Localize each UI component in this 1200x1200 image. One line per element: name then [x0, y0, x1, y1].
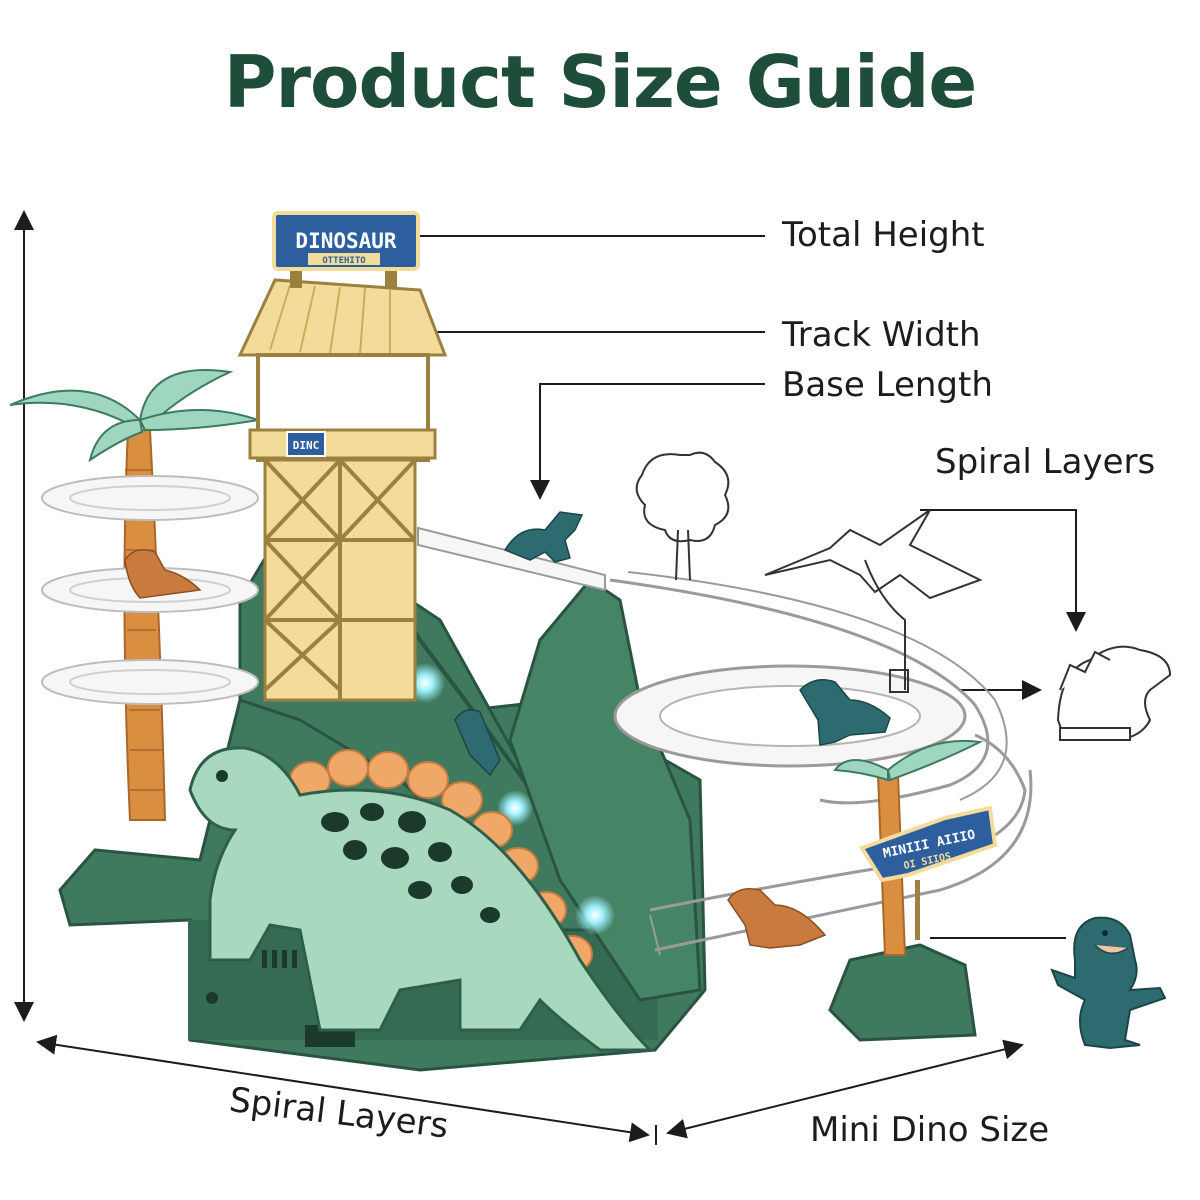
arrow-sign: MINIII AIIIO OI SIIOS	[858, 805, 998, 940]
dinosaur-sign: DINOSAUR OTTEHITO	[272, 211, 420, 271]
spiral-layers-label-right: Spiral Layers	[935, 442, 1156, 482]
dino-outline-sketch	[1056, 645, 1172, 741]
mini-dino-figure	[1050, 916, 1167, 1050]
orange-dino-small	[124, 549, 202, 599]
base-length-label: Base Length	[782, 365, 993, 405]
tower-sign: DINC	[286, 431, 326, 457]
mini-dino-size-label: Mini Dino Size	[810, 1110, 1050, 1150]
teal-dino-spiral	[799, 679, 891, 746]
page-title: Product Size Guide	[223, 40, 977, 124]
length-dimension-line	[36, 1034, 657, 1145]
sign-main-text: DINOSAUR	[295, 229, 397, 253]
stegosaurus-figure	[188, 746, 654, 1052]
width-dimension-line	[666, 1039, 1024, 1139]
left-spiral-track	[9, 369, 259, 821]
orange-dino-track	[727, 888, 827, 949]
svg-text:DINC: DINC	[293, 439, 320, 452]
sign-sub-text: OTTEHITO	[322, 256, 366, 266]
total-height-label: Total Height	[782, 215, 985, 255]
track-width-label: Track Width	[782, 315, 981, 355]
mountain-right	[508, 578, 702, 1002]
watch-tower	[237, 258, 448, 702]
pterodactyl-outline-sketch	[764, 509, 983, 693]
right-base: MINIII AIIIO OI SIIOS	[828, 739, 998, 1042]
right-track	[417, 526, 1033, 956]
tree-outline-sketch	[635, 451, 730, 581]
teal-dino-mountain	[454, 709, 501, 777]
leader-lines	[418, 235, 1086, 939]
teal-dino-top	[503, 511, 584, 563]
